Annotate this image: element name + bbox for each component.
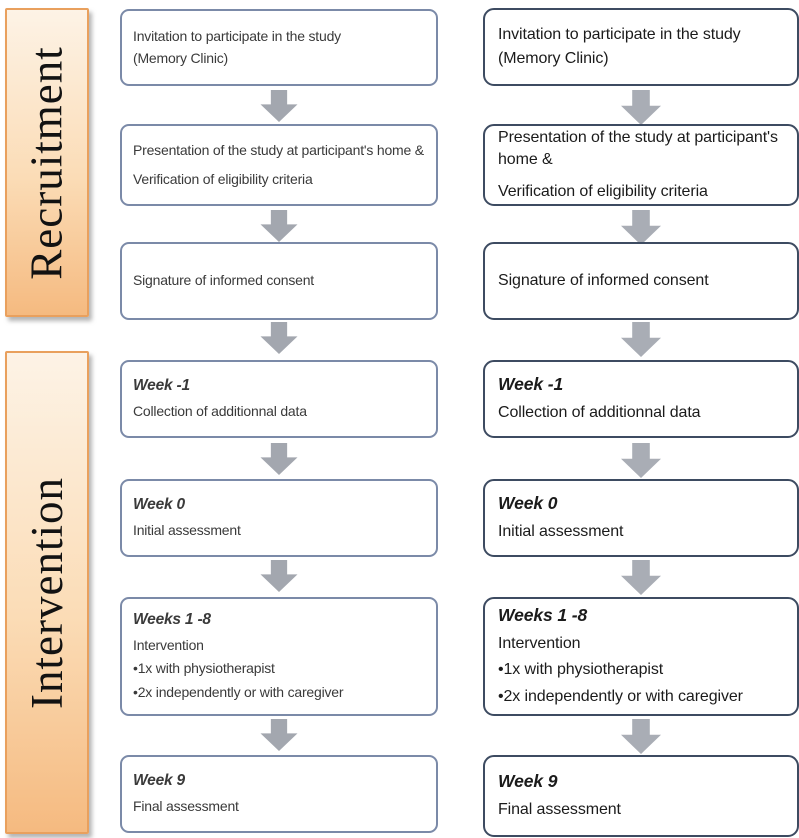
down-arrow-icon xyxy=(260,443,298,475)
box-text-line: Initial assessment xyxy=(133,521,241,538)
down-arrow-icon xyxy=(621,560,661,595)
flow-box-week-9: Week 9 Final assessment xyxy=(483,755,799,837)
flow-column-left: Invitation to participate in the study (… xyxy=(120,0,438,838)
box-text-line: •1x with physiotherapist xyxy=(498,661,664,679)
box-text-line: Final assessment xyxy=(498,800,621,818)
box-text-line: Invitation to participate in the study xyxy=(498,25,741,43)
down-arrow-icon xyxy=(260,719,298,751)
box-text-line: Signature of informed consent xyxy=(133,272,314,289)
box-text-line: Initial assessment xyxy=(498,522,624,540)
box-week-title: Weeks 1 -8 xyxy=(498,605,588,626)
box-week-title: Week 9 xyxy=(133,771,185,789)
box-text-line: Presentation of the study at participant… xyxy=(133,142,424,159)
phase-label-recruitment: Recruitment xyxy=(22,45,72,280)
box-text-line: Presentation of the study at participant… xyxy=(498,129,778,169)
down-arrow-icon xyxy=(260,210,298,242)
box-text-line: Signature of informed consent xyxy=(498,271,709,289)
flow-box-invitation: Invitation to participate in the study (… xyxy=(120,9,438,86)
down-arrow-icon xyxy=(621,210,661,245)
box-week-title: Week -1 xyxy=(498,373,564,394)
down-arrow-icon xyxy=(621,443,661,478)
box-text-line: Intervention xyxy=(133,637,204,654)
down-arrow-icon xyxy=(260,322,298,354)
box-text-line: •1x with physiotherapist xyxy=(133,660,275,677)
down-arrow-icon xyxy=(260,90,298,122)
box-text-line: Collection of additionnal data xyxy=(498,403,701,421)
box-text-line: (Memory Clinic) xyxy=(498,50,609,67)
flow-column-right: Invitation to participate in the study (… xyxy=(483,0,799,838)
box-text-line: Verification of eligibility criteria xyxy=(498,182,708,200)
flow-box-week-9: Week 9 Final assessment xyxy=(120,755,438,833)
recruitment-phase-band: Recruitment xyxy=(5,8,89,317)
phase-label-intervention: Intervention xyxy=(22,476,72,709)
down-arrow-icon xyxy=(621,90,661,125)
box-text-line: Final assessment xyxy=(133,797,239,814)
box-week-title: Week 0 xyxy=(133,495,185,513)
box-week-title: Week -1 xyxy=(133,376,190,394)
flow-box-invitation: Invitation to participate in the study (… xyxy=(483,8,799,86)
flow-box-week-0: Week 0 Initial assessment xyxy=(120,479,438,557)
flow-box-presentation: Presentation of the study at participant… xyxy=(483,124,799,206)
box-text-line: (Memory Clinic) xyxy=(133,49,229,66)
box-text-line: Invitation to participate in the study xyxy=(133,28,341,45)
intervention-phase-band: Intervention xyxy=(5,351,89,834)
box-text-line: •2x independently or with caregiver xyxy=(133,683,344,700)
flow-box-week-minus1: Week -1 Collection of additionnal data xyxy=(483,360,799,438)
down-arrow-icon xyxy=(260,560,298,592)
flow-box-weeks-1-8: Weeks 1 -8 Intervention •1x with physiot… xyxy=(483,597,799,716)
down-arrow-icon xyxy=(621,719,661,754)
box-week-title: Week 9 xyxy=(498,770,558,791)
box-week-title: Weeks 1 -8 xyxy=(133,611,211,629)
box-text-line: Intervention xyxy=(498,635,581,653)
box-text-line: •2x independently or with caregiver xyxy=(498,687,743,705)
box-text-line: Collection of additionnal data xyxy=(133,402,307,419)
flow-box-weeks-1-8: Weeks 1 -8 Intervention •1x with physiot… xyxy=(120,597,438,716)
down-arrow-icon xyxy=(621,322,661,357)
flow-box-consent: Signature of informed consent xyxy=(120,242,438,320)
box-week-title: Week 0 xyxy=(498,492,558,513)
box-text-line: Verification of eligibility criteria xyxy=(133,170,313,187)
flow-box-consent: Signature of informed consent xyxy=(483,242,799,320)
flow-box-week-minus1: Week -1 Collection of additionnal data xyxy=(120,360,438,438)
flow-box-presentation: Presentation of the study at participant… xyxy=(120,124,438,206)
flow-box-week-0: Week 0 Initial assessment xyxy=(483,479,799,557)
